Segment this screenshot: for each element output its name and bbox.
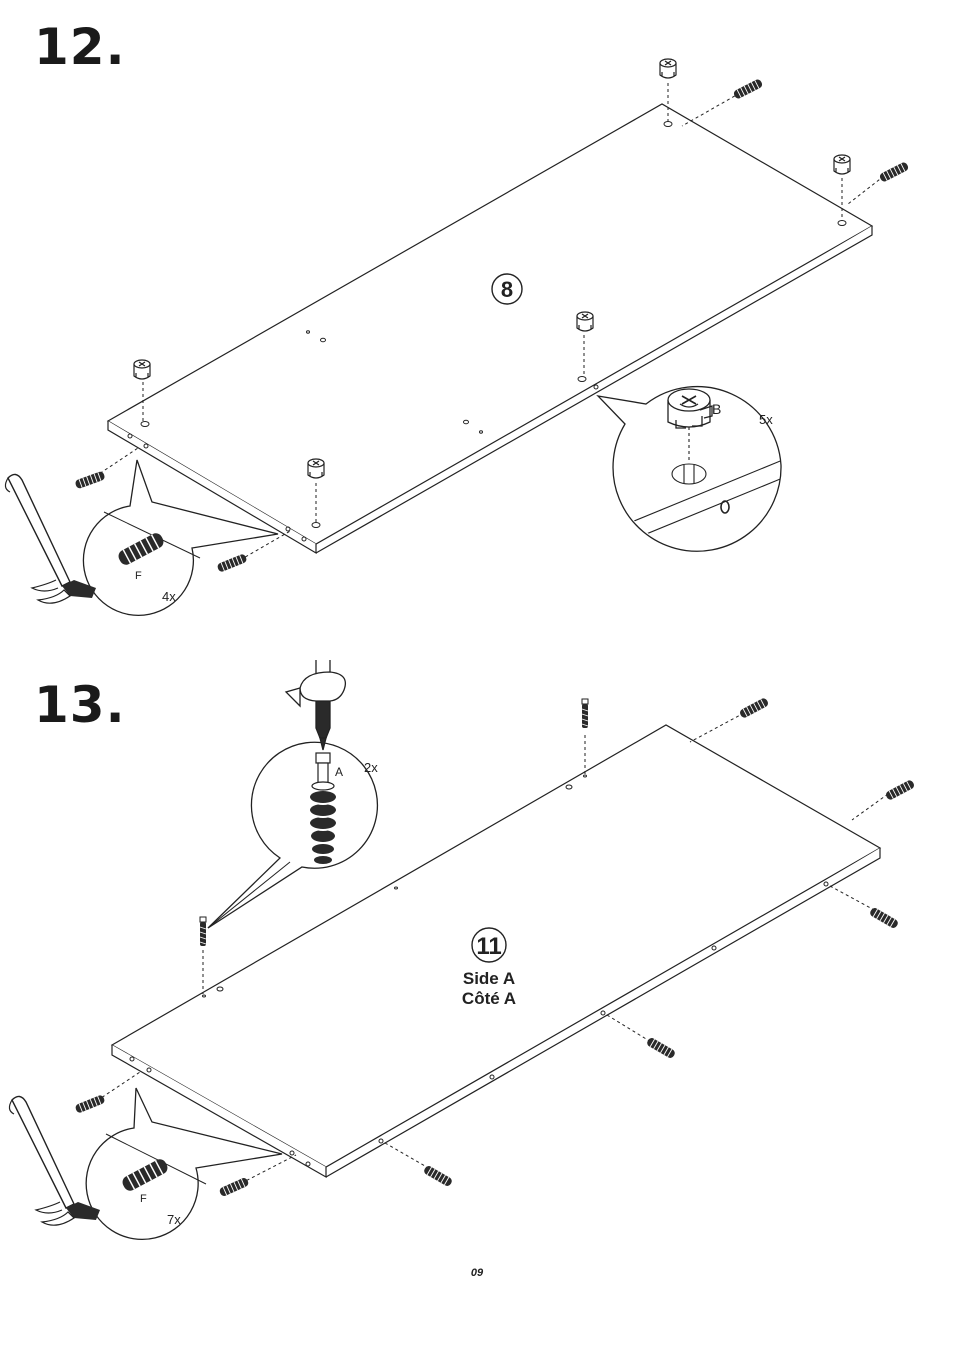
svg-text:F: F: [135, 570, 142, 582]
cam-lock-icon: [834, 155, 850, 174]
wooden-dowel-icon: [74, 471, 105, 490]
wooden-dowel-icon: [218, 1177, 249, 1197]
svg-text:2x: 2x: [364, 760, 378, 775]
cam-bolt-icon: [582, 699, 588, 728]
svg-text:B: B: [712, 401, 721, 417]
wooden-dowel-icon: [423, 1165, 453, 1188]
cam-bolt-icon: [200, 917, 206, 946]
step-12-cam-callout: B 5x: [598, 387, 790, 553]
svg-text:11: 11: [476, 933, 501, 960]
wooden-dowel-icon: [885, 779, 916, 801]
cam-lock-icon: [660, 59, 676, 78]
svg-text:4x: 4x: [162, 589, 176, 604]
cam-lock-icon: [577, 312, 593, 331]
svg-text:5x: 5x: [759, 412, 773, 427]
cam-lock-icon: [668, 389, 712, 428]
svg-text:A: A: [335, 765, 343, 779]
cam-lock-icon: [134, 360, 150, 379]
svg-text:8: 8: [501, 277, 513, 302]
rotation-arrow-icon: [286, 672, 345, 706]
cam-lock-icon: [308, 459, 324, 478]
wooden-dowel-icon: [74, 1094, 105, 1114]
svg-text:Côté A: Côté A: [462, 989, 516, 1008]
svg-text:7x: 7x: [167, 1212, 181, 1227]
wooden-dowel-icon: [869, 907, 899, 930]
step-13-bolt-callout: A 2x: [208, 742, 378, 928]
panel-8-label: 8: [492, 274, 522, 304]
wooden-dowel-icon: [879, 161, 910, 183]
wooden-dowel-icon: [739, 697, 770, 719]
wooden-dowel-icon: [733, 78, 764, 100]
page-number: 09: [0, 1267, 954, 1279]
svg-text:F: F: [140, 1193, 147, 1205]
wooden-dowel-icon: [216, 553, 247, 573]
wooden-dowel-icon: [646, 1037, 676, 1060]
svg-text:Side A: Side A: [463, 969, 515, 988]
hammer-icon: [9, 1096, 100, 1225]
hammer-icon: [5, 474, 96, 603]
